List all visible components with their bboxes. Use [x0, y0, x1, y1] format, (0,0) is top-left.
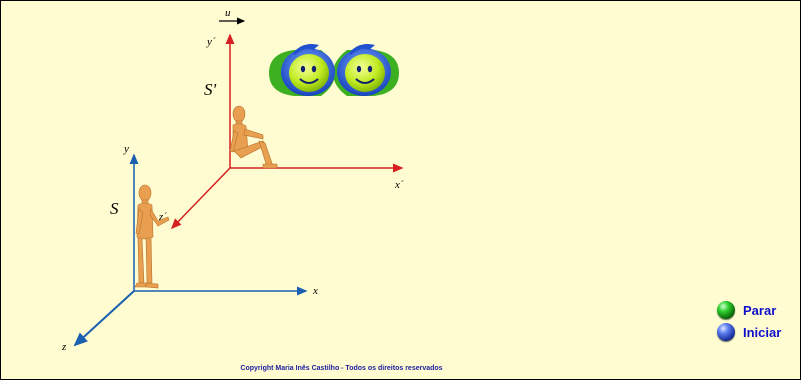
frame-s-axes: y x z S	[61, 143, 318, 353]
frame-s-prime-label: S'	[204, 80, 217, 99]
twin-smiley-logo-icon	[269, 44, 399, 96]
frame-s-x-label: x	[312, 285, 318, 297]
stop-button-label: Parar	[743, 302, 777, 318]
standing-observer-figure	[134, 184, 170, 289]
velocity-label: u	[225, 7, 231, 19]
frame-s-prime-x-label: x´	[394, 179, 404, 191]
copyright-text: Copyright Maria Inês Castilho - Todos os…	[240, 365, 443, 372]
frame-s-label: S	[110, 199, 119, 218]
frame-s-z-axis	[73, 290, 135, 347]
frame-s-prime-axes: y´ x´ z´ S'	[158, 33, 404, 230]
start-button[interactable]: Iniciar	[717, 323, 781, 341]
frame-s-prime-z-axis	[170, 167, 231, 230]
sitting-observer-figure	[229, 105, 278, 169]
frame-s-prime-y-label: y´	[206, 36, 216, 48]
green-ball-icon	[717, 301, 735, 319]
copyright-footer: Copyright Maria Inês Castilho - Todos os…	[1, 365, 800, 372]
frame-s-y-label: y	[123, 143, 129, 155]
stop-button[interactable]: Parar	[717, 301, 776, 319]
blue-ball-icon	[717, 323, 735, 341]
frame-s-prime-z-label: z´	[158, 211, 167, 223]
frame-s-z-label: z	[61, 341, 67, 353]
velocity-indicator: u	[219, 7, 246, 25]
start-button-label: Iniciar	[743, 324, 782, 340]
